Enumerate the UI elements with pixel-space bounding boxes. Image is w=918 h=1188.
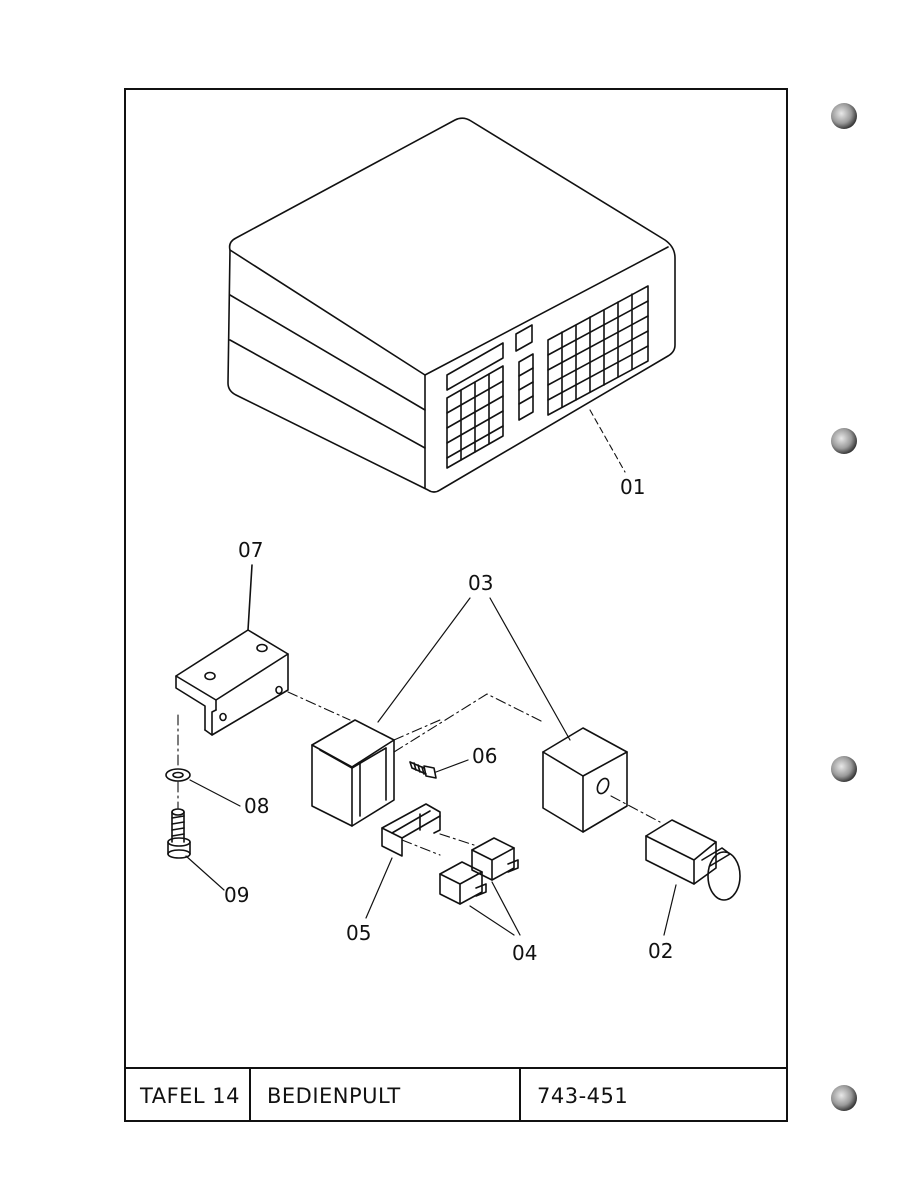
console-housing [228,118,675,492]
lamp-lower [440,862,486,904]
callout-09: 09 [224,883,249,907]
callout-02: 02 [648,939,673,963]
callout-04: 04 [512,941,537,965]
washer [166,769,190,781]
part-number: 743-451 [521,1069,788,1122]
callout-03: 03 [468,571,493,595]
callout-06: 06 [472,744,497,768]
bolt [168,809,190,858]
bracket [176,630,288,735]
assembly-name: BEDIENPULT [251,1069,521,1122]
actuator [646,820,740,900]
screw [410,762,436,778]
spring-clip [382,804,440,856]
frame-sleeve [312,720,394,826]
callout-07: 07 [238,538,263,562]
button-cap [543,728,627,832]
sheet-label: TAFEL 14 [124,1069,251,1122]
callout-08: 08 [244,794,269,818]
title-block: TAFEL 14 BEDIENPULT 743-451 [124,1067,788,1122]
callout-05: 05 [346,921,371,945]
callout-01: 01 [620,475,645,499]
